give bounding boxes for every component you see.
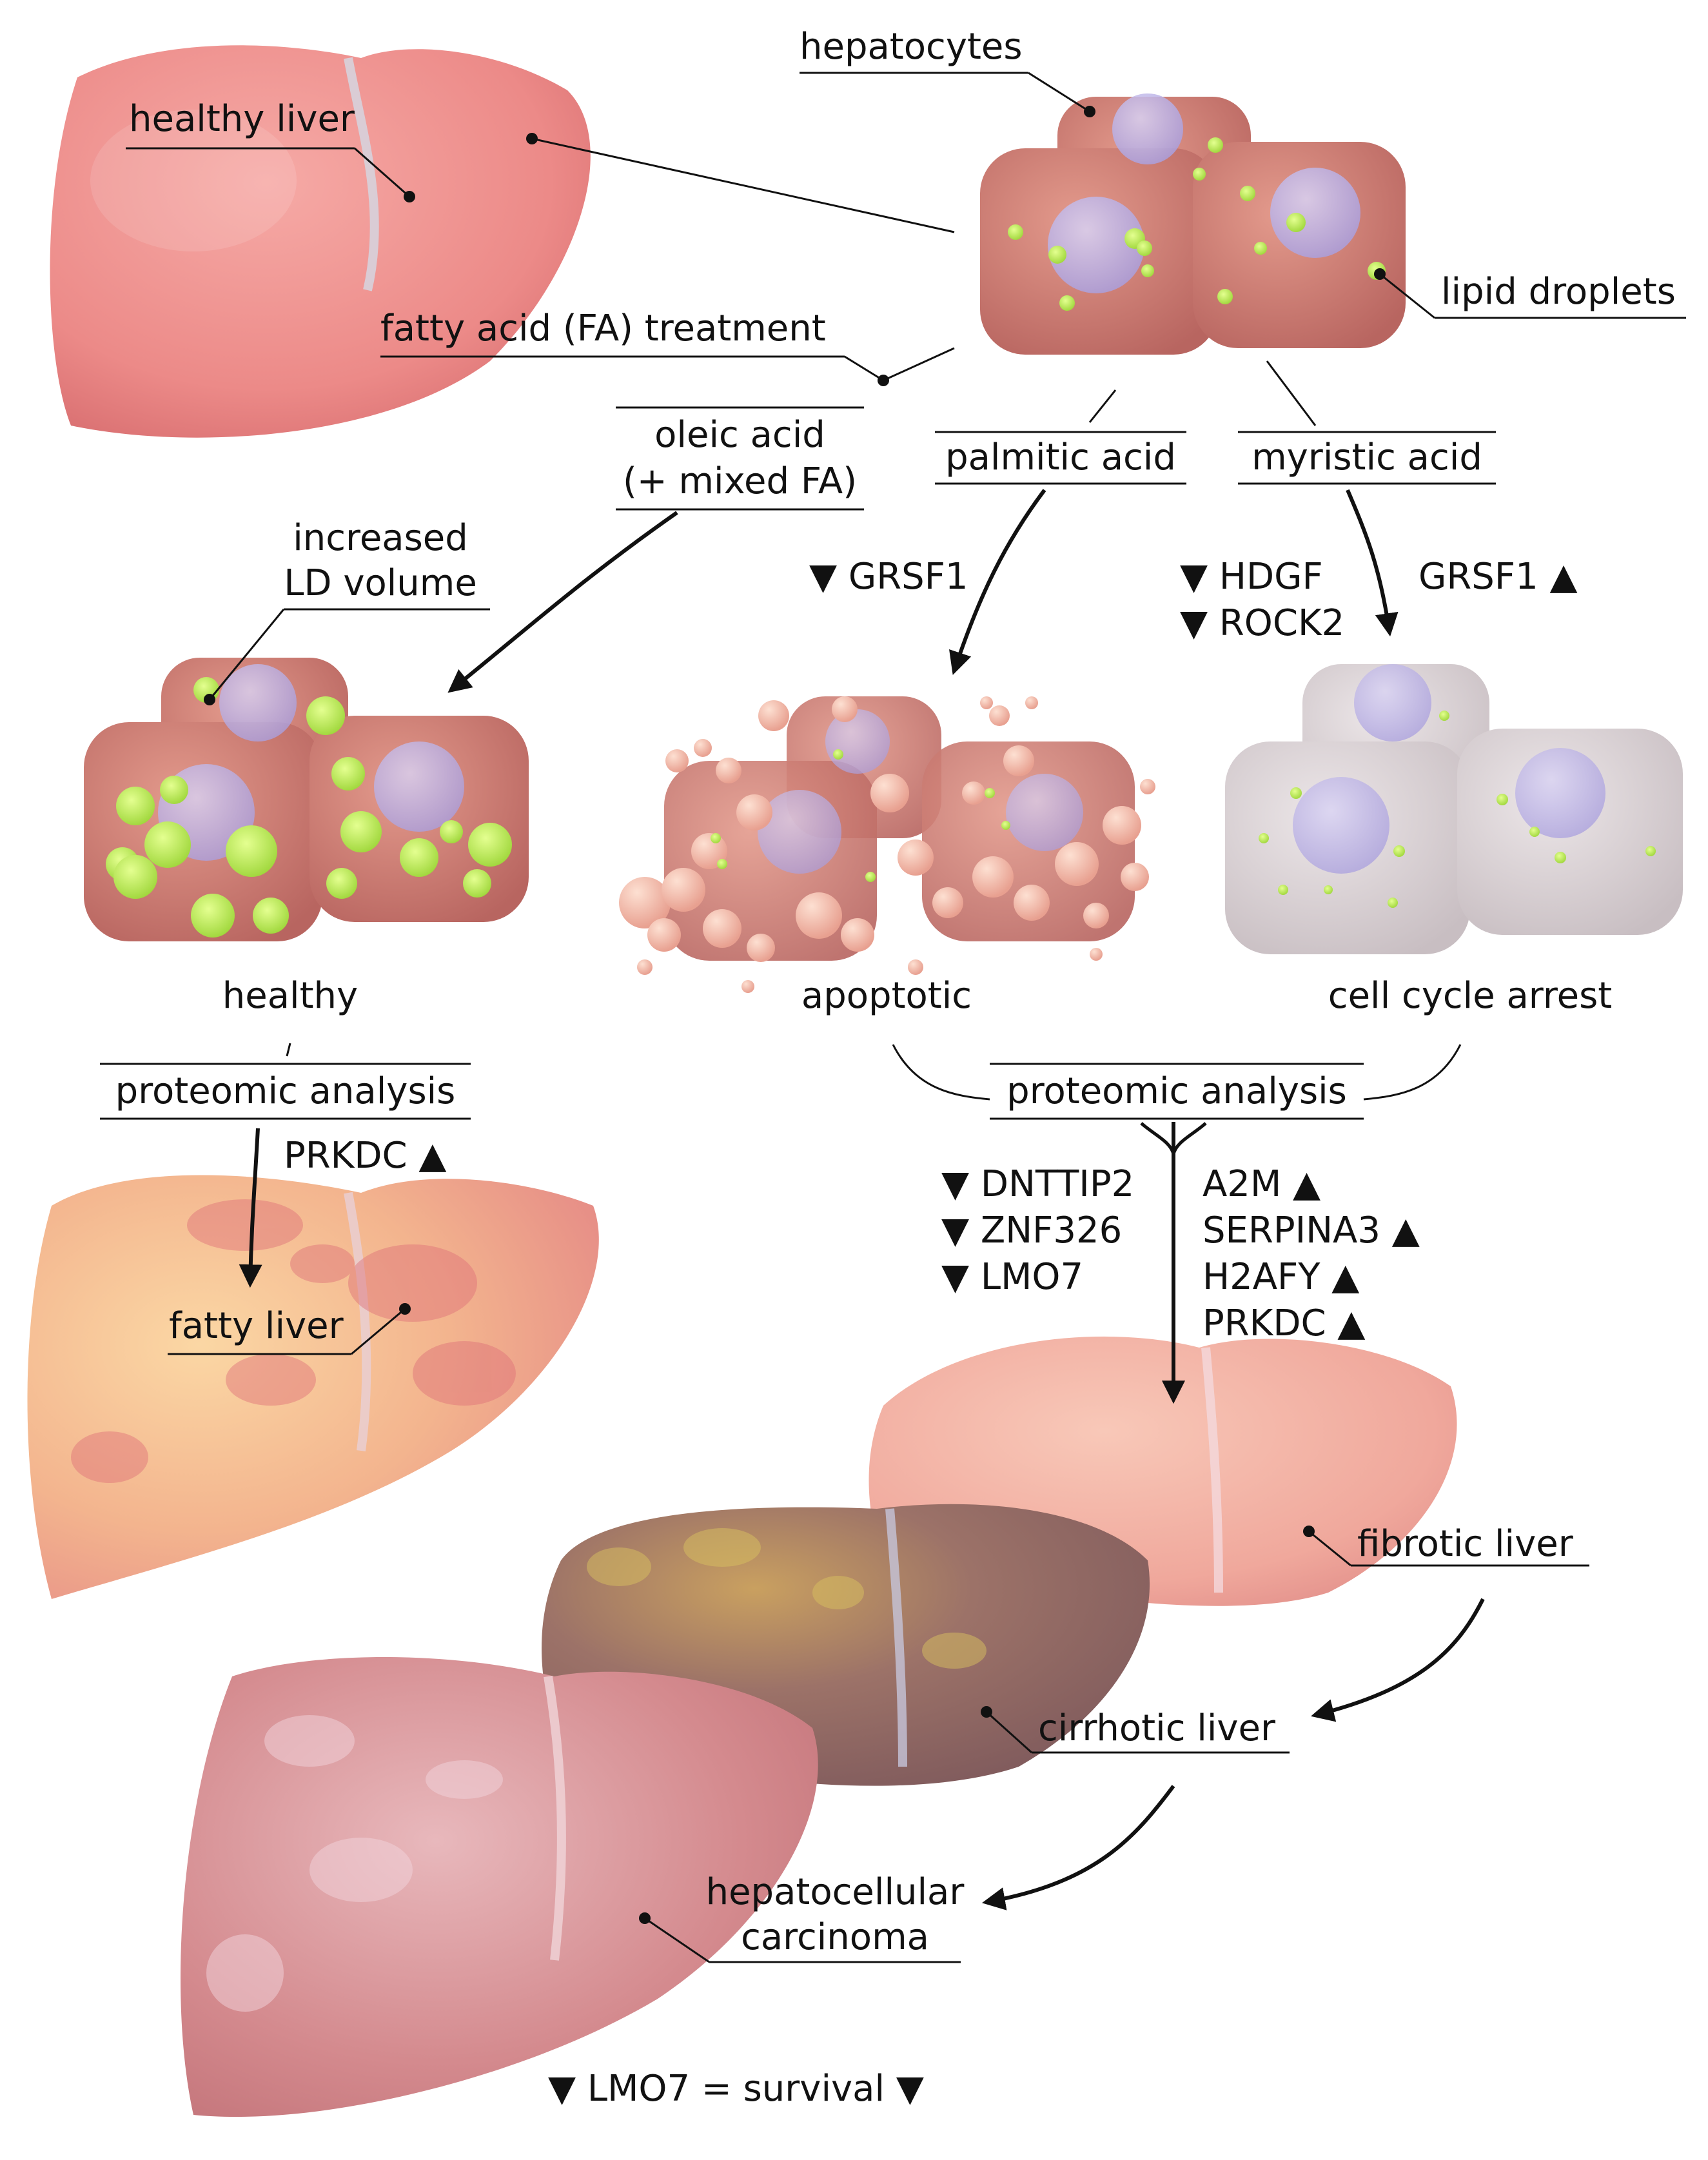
label-prkdc-up-right: PRKDC ▲ — [1202, 1302, 1366, 1344]
label-apoptotic: apoptotic — [801, 975, 972, 1017]
label-a2m-up: A2M ▲ — [1202, 1163, 1321, 1205]
label-lipid-droplets: lipid droplets — [1441, 271, 1676, 313]
label-palmitic-acid: palmitic acid — [945, 437, 1176, 478]
apoptotic-hepatocytes-illustration — [619, 696, 1155, 993]
label-increased: increased — [293, 517, 468, 559]
label-hdgf-down: ▼ HDGF — [1180, 556, 1323, 598]
label-fibrotic-liver: fibrotic liver — [1357, 1523, 1573, 1565]
label-hepatocytes: hepatocytes — [800, 26, 1023, 68]
hcc-liver-illustration — [181, 1657, 818, 2117]
fatty-liver-illustration — [27, 1175, 599, 1599]
label-oleic-mixed: (+ mixed FA) — [622, 460, 858, 502]
label-proteomic-analysis-left: proteomic analysis — [115, 1070, 456, 1112]
label-h2afy-up: H2AFY ▲ — [1202, 1256, 1360, 1298]
label-ld-volume: LD volume — [284, 562, 477, 604]
label-znf326-down: ▼ ZNF326 — [941, 1210, 1123, 1252]
label-lmo7-survival: ▼ LMO7 = survival ▼ — [548, 2068, 924, 2110]
label-prkdc-up-left: PRKDC ▲ — [284, 1135, 447, 1177]
label-dnttip2-down: ▼ DNTTIP2 — [941, 1163, 1135, 1205]
label-hepatocellular: hepatocellular — [705, 1871, 965, 1913]
hepatocyte-cluster-illustration — [980, 93, 1406, 355]
label-serpina3-up: SERPINA3 ▲ — [1202, 1210, 1420, 1252]
label-rock2-down: ▼ ROCK2 — [1180, 602, 1345, 644]
label-grsf1-up: GRSF1 ▲ — [1418, 556, 1578, 598]
steatotic-hepatocytes-illustration — [84, 658, 529, 941]
label-fatty-liver: fatty liver — [169, 1305, 344, 1347]
label-carcinoma: carcinoma — [741, 1916, 929, 1958]
label-cirrhotic-liver: cirrhotic liver — [1038, 1707, 1276, 1749]
label-myristic-acid: myristic acid — [1252, 437, 1482, 478]
label-lmo7-down: ▼ LMO7 — [941, 1256, 1084, 1298]
healthy-liver-illustration — [50, 45, 591, 438]
label-fa-treatment: fatty acid (FA) treatment — [380, 308, 826, 349]
label-healthy: healthy — [222, 975, 358, 1017]
label-grsf1-down: ▼ GRSF1 — [809, 556, 968, 598]
label-oleic-acid: oleic acid — [654, 414, 825, 456]
label-proteomic-analysis-right: proteomic analysis — [1006, 1070, 1347, 1112]
label-healthy-liver: healthy liver — [129, 98, 355, 140]
arrested-hepatocytes-illustration — [1225, 664, 1683, 954]
label-cell-cycle-arrest: cell cycle arrest — [1328, 975, 1613, 1017]
